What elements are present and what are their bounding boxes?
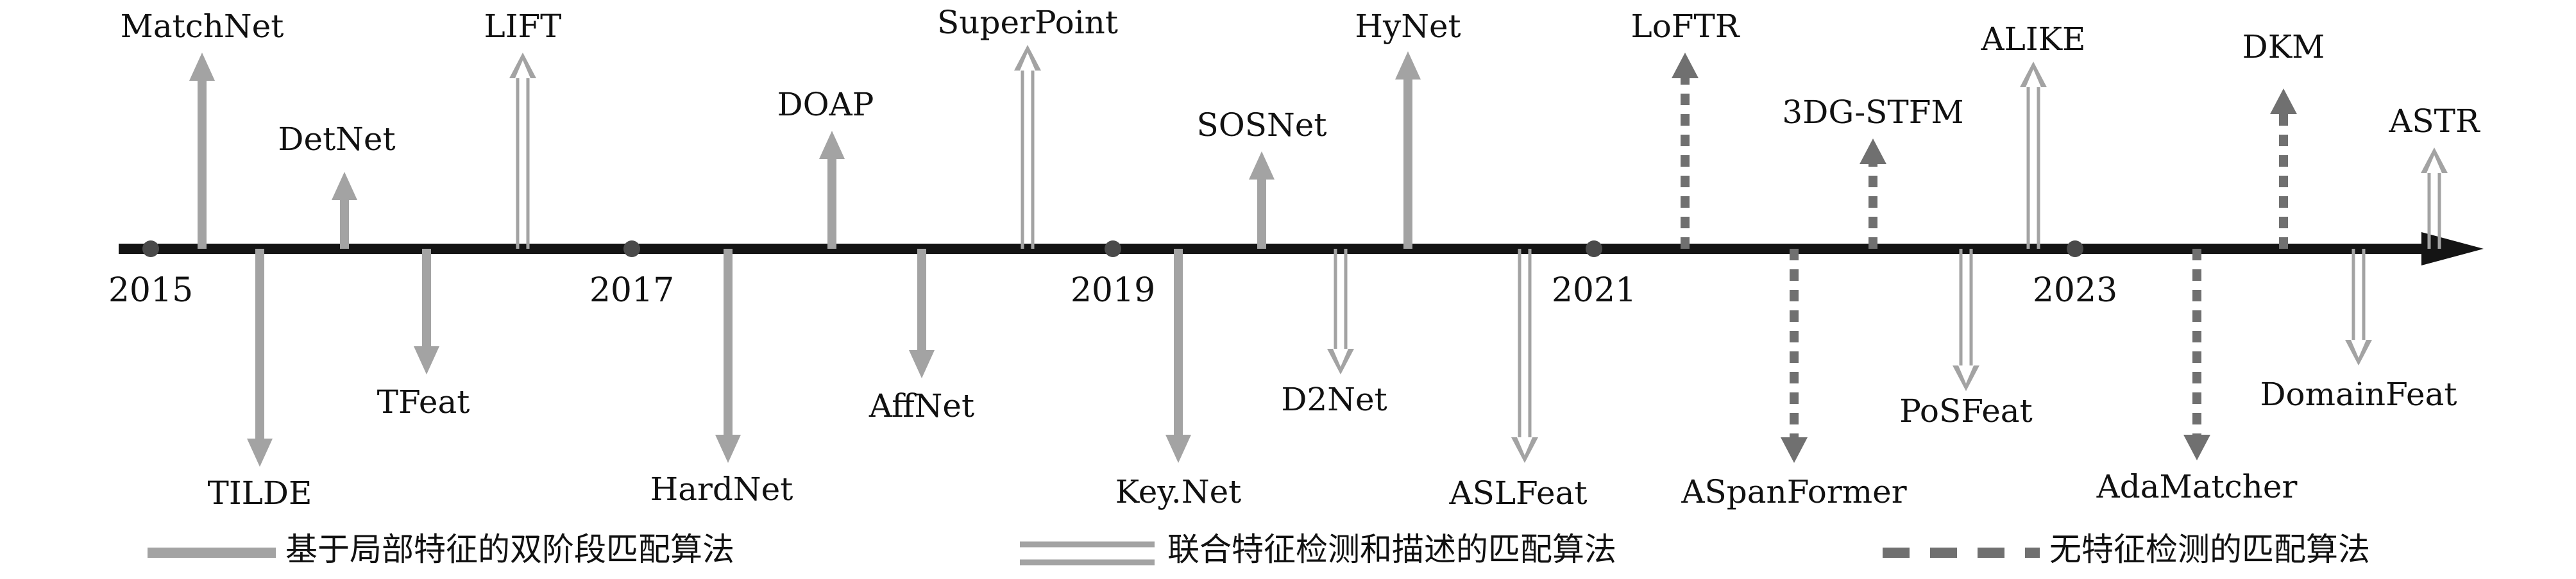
method-arrowhead-dkm bbox=[2270, 88, 2297, 114]
legend-swatches bbox=[148, 541, 2040, 566]
year-label-2017: 2017 bbox=[589, 271, 674, 310]
method-arrowhead-hardnet bbox=[715, 435, 741, 463]
method-arrowhead-tfeat bbox=[414, 346, 439, 374]
method-arrowhead-hynet bbox=[1395, 51, 1421, 80]
method-label-hardnet: HardNet bbox=[650, 471, 793, 508]
method-label-detnet: DetNet bbox=[278, 121, 395, 158]
method-label-dkm: DKM bbox=[2242, 28, 2325, 65]
timeline-axis-arrowhead bbox=[2421, 232, 2484, 265]
method-arrow-aslfeat bbox=[1511, 249, 1538, 463]
method-arrow-domainfeat bbox=[2345, 249, 2372, 365]
method-arrowhead-matchnet bbox=[189, 53, 215, 81]
legend-label-two-stage: 基于局部特征的双阶段匹配算法 bbox=[285, 531, 734, 568]
method-arrowhead-inner-astr bbox=[2427, 155, 2442, 173]
method-arrow-lift bbox=[509, 53, 536, 249]
method-arrow-key-net bbox=[1165, 249, 1191, 463]
method-arrowhead-tilde bbox=[247, 439, 273, 467]
method-arrowhead-inner-superpoint bbox=[1020, 53, 1035, 71]
year-label-2021: 2021 bbox=[1552, 271, 1636, 310]
method-arrow-superpoint bbox=[1014, 45, 1041, 249]
method-label-tilde: TILDE bbox=[208, 474, 312, 512]
method-label-lift: LIFT bbox=[484, 8, 562, 45]
year-dot-2023 bbox=[2067, 240, 2083, 257]
method-arrowhead-inner-alike bbox=[2026, 69, 2041, 87]
method-arrow-loftr bbox=[1672, 53, 1699, 249]
method-label-adamatcher: AdaMatcher bbox=[2096, 468, 2298, 505]
method-label-matchnet: MatchNet bbox=[121, 8, 284, 45]
method-arrow-affnet bbox=[909, 249, 935, 378]
method-label-loftr: LoFTR bbox=[1631, 8, 1740, 45]
method-arrowhead-aspanformer bbox=[1781, 437, 1808, 463]
method-arrow-d2net bbox=[1327, 249, 1354, 374]
legend-label-joint: 联合特征检测和描述的匹配算法 bbox=[1167, 531, 1616, 568]
year-dot-2015 bbox=[142, 240, 159, 257]
year-markers: 2015 2017 2019 2021 2023 bbox=[108, 240, 2117, 310]
method-arrowhead-key-net bbox=[1165, 435, 1191, 463]
method-arrows bbox=[189, 45, 2448, 467]
method-label-alike: ALIKE bbox=[1981, 21, 2086, 58]
method-label-3dg-stfm: 3DG-STFM bbox=[1782, 94, 1963, 131]
method-arrowhead-affnet bbox=[909, 350, 935, 378]
method-arrowhead-adamatcher bbox=[2183, 435, 2210, 460]
year-dot-2021 bbox=[1586, 240, 1602, 257]
method-arrowhead-detnet bbox=[332, 172, 357, 200]
method-label-affnet: AffNet bbox=[869, 387, 974, 424]
method-label-d2net: D2Net bbox=[1281, 381, 1387, 418]
method-label-hynet: HyNet bbox=[1355, 8, 1461, 45]
method-labels: MatchNet TILDE DetNet TFeat LIFT HardNet… bbox=[121, 4, 2480, 512]
method-arrowhead-inner-d2net bbox=[1333, 349, 1348, 367]
method-label-sosnet: SOSNet bbox=[1197, 106, 1327, 144]
year-label-2019: 2019 bbox=[1071, 271, 1155, 310]
method-arrowhead-inner-lift bbox=[515, 60, 530, 78]
method-label-posfeat: PoSFeat bbox=[1899, 392, 2032, 430]
method-arrow-hardnet bbox=[715, 249, 741, 463]
method-arrowhead-loftr bbox=[1672, 53, 1699, 78]
method-label-superpoint: SuperPoint bbox=[937, 4, 1118, 41]
method-arrowhead-doap bbox=[819, 131, 845, 159]
method-arrow-sosnet bbox=[1249, 151, 1275, 249]
method-arrow-dkm bbox=[2270, 88, 2297, 249]
method-label-doap: DOAP bbox=[777, 86, 874, 123]
method-arrowhead-inner-posfeat bbox=[1958, 365, 1974, 383]
method-arrow-aspanformer bbox=[1781, 249, 1808, 463]
method-arrowhead-inner-domainfeat bbox=[2351, 340, 2366, 358]
method-arrow-astr bbox=[2421, 147, 2448, 249]
method-label-aslfeat: ASLFeat bbox=[1448, 474, 1587, 512]
method-arrowhead-sosnet bbox=[1249, 151, 1275, 180]
method-arrow-hynet bbox=[1395, 51, 1421, 249]
method-arrowhead-3dg-stfm bbox=[1860, 138, 1886, 164]
method-arrow-tfeat bbox=[414, 249, 439, 374]
method-arrow-tilde bbox=[247, 249, 273, 467]
method-label-astr: ASTR bbox=[2388, 103, 2480, 140]
method-arrow-doap bbox=[819, 131, 845, 249]
method-arrow-alike bbox=[2020, 62, 2047, 249]
method-label-aspanformer: ASpanFormer bbox=[1681, 473, 1906, 510]
year-dot-2017 bbox=[623, 240, 640, 257]
legend: 基于局部特征的双阶段匹配算法 联合特征检测和描述的匹配算法 无特征检测的匹配算法 bbox=[148, 531, 2370, 568]
method-arrow-adamatcher bbox=[2183, 249, 2210, 460]
method-arrow-3dg-stfm bbox=[1860, 138, 1886, 249]
year-label-2015: 2015 bbox=[108, 271, 193, 310]
method-arrow-matchnet bbox=[189, 53, 215, 249]
method-arrow-detnet bbox=[332, 172, 357, 249]
year-dot-2019 bbox=[1105, 240, 1121, 257]
method-label-tfeat: TFeat bbox=[377, 383, 470, 421]
method-arrow-posfeat bbox=[1953, 249, 1979, 391]
year-label-2023: 2023 bbox=[2033, 271, 2117, 310]
method-label-domainfeat: DomainFeat bbox=[2260, 376, 2457, 413]
method-arrowhead-inner-aslfeat bbox=[1517, 437, 1532, 455]
method-label-keynet: Key.Net bbox=[1115, 473, 1242, 510]
legend-label-detector-free: 无特征检测的匹配算法 bbox=[2049, 531, 2370, 568]
